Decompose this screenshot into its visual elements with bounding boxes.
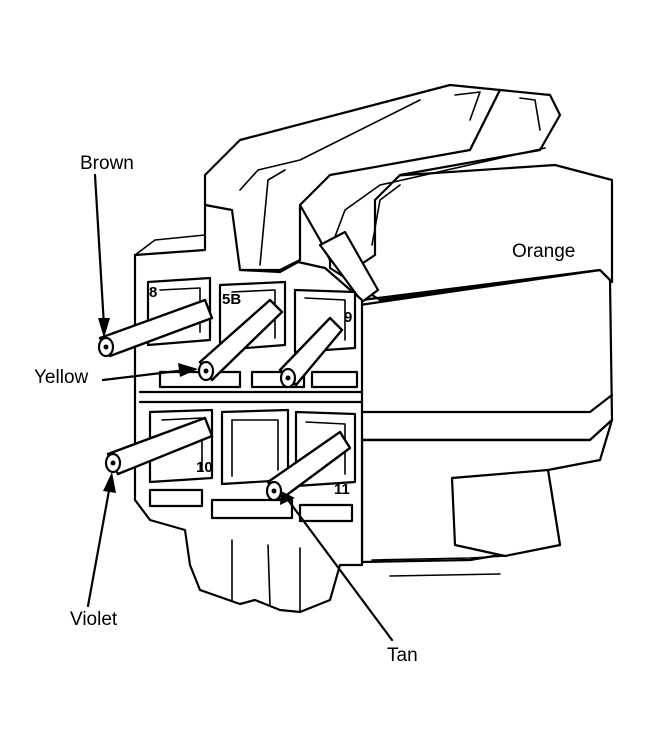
tan-arrowhead [280,491,295,505]
callout-arrows [86,173,394,642]
label-orange: Orange [512,241,575,262]
yellow-arrowhead [178,363,198,377]
label-yellow: Yellow [34,367,89,388]
terminal-numbers: 8 5B 9 10 11 [149,284,352,498]
label-brown: Brown [80,153,134,174]
wire-labels: Brown Orange Yellow Violet Tan [34,153,575,666]
terminal-11: 11 [334,481,350,498]
violet-arrowhead [103,472,116,493]
label-violet: Violet [70,609,118,630]
terminal-9: 9 [344,309,352,326]
terminal-8: 8 [149,284,157,301]
terminal-5b: 5B [222,291,241,308]
wires [97,298,352,502]
connector-body [203,83,614,577]
brown-arrowhead [98,318,110,338]
label-tan: Tan [387,645,418,666]
terminal-10: 10 [196,459,213,476]
